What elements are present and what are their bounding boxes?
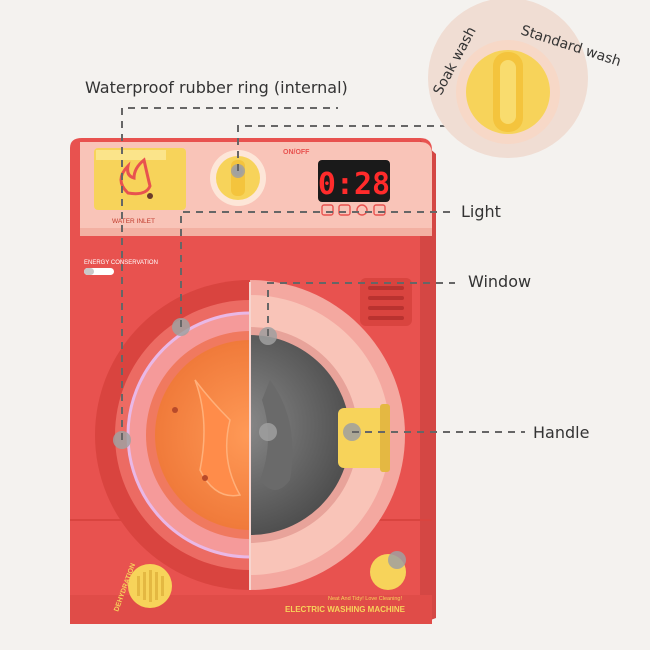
wash-mode-icons [321,204,386,216]
on-off-label: ON/OFF [283,149,310,156]
rubber-ring-callout: Waterproof rubber ring (internal) [85,78,348,97]
water-inlet-label: WATER INLET [112,218,155,225]
door-window[interactable] [95,280,405,590]
door-handle[interactable] [338,404,390,472]
light-callout: Light [461,202,501,221]
vent [360,278,412,326]
handle-callout: Handle [533,423,590,442]
slogan-text: Neat And Tidy! Love Cleaning! [328,596,402,602]
display-digits: 0:28 [318,167,390,202]
drum-interior [95,280,250,590]
knob-inset [428,0,588,158]
timer-display: 0:28 [318,160,390,216]
window-callout: Window [468,272,532,291]
callout-lines [121,107,525,440]
flame-icon [119,157,152,196]
water-inlet [94,148,186,210]
energy-label: ENERGY CONSERVATION [84,260,158,266]
brand-text: ELECTRIC WASHING MACHINE [285,605,406,614]
dehydration-knob[interactable] [128,564,172,608]
